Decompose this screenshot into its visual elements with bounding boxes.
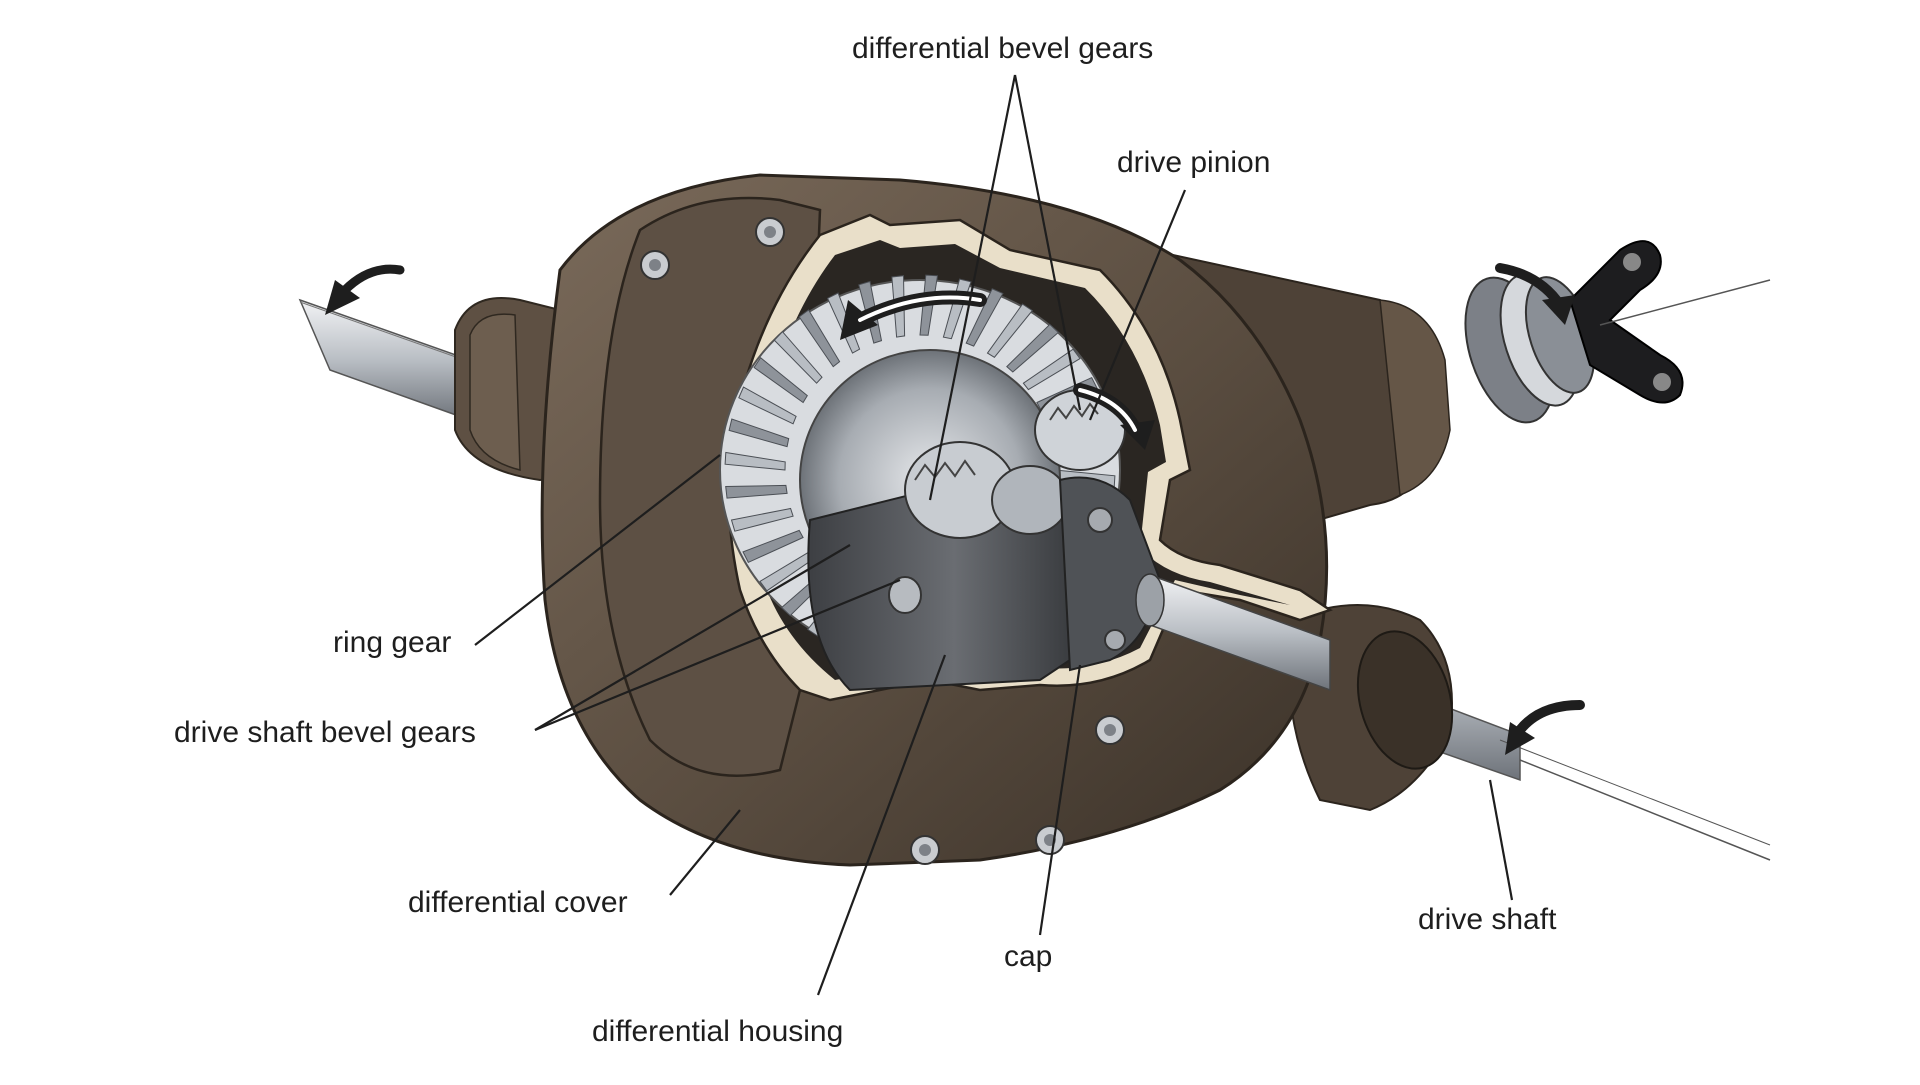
ring-gear-tooth [1022,348,1081,391]
ring-gear-tooth [773,330,823,384]
label-differential-bevel-gears: differential bevel gears [852,32,1154,65]
ring-gear-tooth [725,484,788,499]
ring-gear-tooth [724,451,786,471]
ring-gear-tooth [730,507,794,532]
curved-arrow-icon [1073,383,1155,450]
label-ring-gear: ring gear [333,626,452,659]
curved-arrow-icon [840,290,987,340]
ring-gear-tooth [1006,323,1060,373]
left-axle-shaft [298,298,471,422]
inner-axle-shaft [1135,573,1331,692]
curved-arrow-icon [325,264,405,315]
cover-bolts [640,217,1125,865]
differential-bevel-gears-shape [904,441,1069,539]
drive-pinion-gear [1034,389,1126,471]
bolt-head [919,844,931,856]
label-differential-cover: differential cover [408,886,628,919]
ring-gear-tooth [965,288,1004,347]
ring-gear-tooth [798,309,841,368]
leader-lines [474,74,1514,996]
label-differential-housing: differential housing [592,1015,844,1048]
label-drive-shaft: drive shaft [1418,903,1557,936]
pinion-seal [1464,273,1596,424]
ring-gear-tooth [738,386,797,425]
ring-gear-tooth [753,356,808,404]
label-drive-shaft-bevel-gears: drive shaft bevel gears [174,716,476,749]
bolt-head [649,259,661,271]
ring-gear-tooth [986,303,1034,358]
curved-arrow-icon [1495,263,1575,325]
bolt-head [1104,724,1116,736]
yoke-flange-icon [1568,240,1684,404]
bolt-head [764,226,776,238]
label-drive-pinion: drive pinion [1117,146,1271,179]
ring-gear-tooth [728,418,790,448]
curved-arrow-icon [1505,700,1585,755]
ring-gear-tooth [742,529,804,564]
label-cap: cap [1004,940,1053,973]
